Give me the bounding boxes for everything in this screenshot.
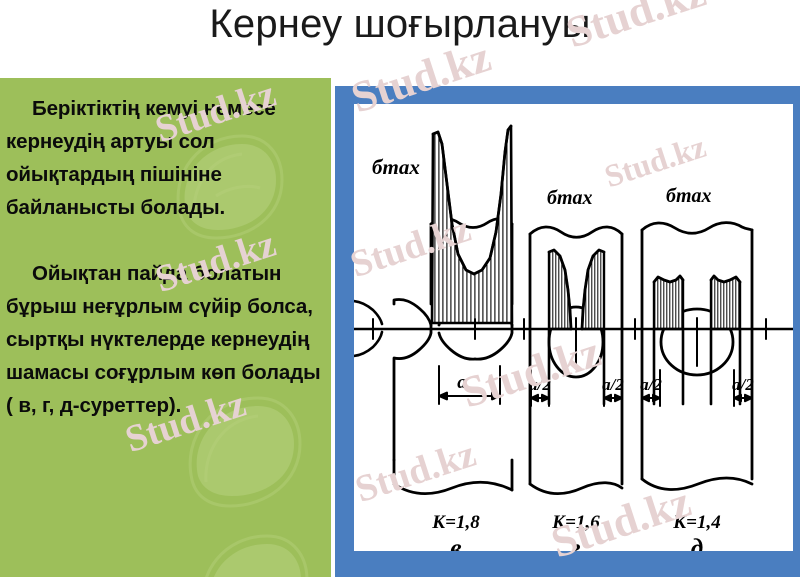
sigma-max-label-g: бmax [547,187,593,209]
page-title: Кернеу шоғырлануы [209,2,591,46]
dimension-a [438,365,501,405]
watermark-text: Stud.kz [545,476,697,568]
k-label-g: К=1,6 [551,512,600,533]
figure-canvas: бmax a К=1,8 в [354,104,793,551]
watermark-text: Stud.kz [345,207,476,286]
dimension-a2-right-d [733,369,753,407]
watermark-text: Stud.kz [150,72,281,151]
watermark-text: Stud.kz [120,382,251,461]
case-letter-v: в [450,535,461,551]
watermark-text: Stud.kz [600,127,711,195]
dimension-label-a2-left-d: a/2 [640,375,662,394]
dimension-label-a2-right-d: a/2 [732,375,754,394]
sigma-max-label-v: бmax [372,155,420,179]
case-v-group: бmax a К=1,8 в [372,124,514,551]
sigma-max-label-d: бmax [666,185,712,207]
watermark-text: Stud.kz [150,222,281,301]
stress-concentration-diagram: бmax a К=1,8 в [354,124,793,551]
dimension-label-a2-right-g: a/2 [602,375,624,394]
k-label-d: К=1,4 [672,512,720,533]
watermark-text: Stud.kz [345,31,497,123]
dimension-label-a2-left-g: a/2 [529,375,551,394]
k-label-v: К=1,8 [431,512,480,533]
dimension-label-a: a [457,372,467,393]
case-letter-d: д [691,535,703,551]
case-g-group: бmax a/2 [528,187,624,551]
case-letter-g: г [571,535,580,551]
watermark-text: Stud.kz [560,0,712,58]
case-d-group: бmax a/2 [640,185,754,551]
paragraph-1: Беріктіктің кемуі немесе кернеудің артуы… [6,97,276,219]
watermark-text: Stud.kz [455,326,607,418]
dimension-a2-left-d [641,369,661,407]
dimension-a2-right [603,369,623,407]
paragraph-2: Ойықтан пайда болатын бұрыш неғұрлым сүй… [6,262,321,417]
figure-frame: бmax a К=1,8 в [335,86,800,577]
dimension-a2-left [530,369,550,407]
centre-marks [372,317,767,367]
watermark-text: Stud.kz [350,432,481,511]
paragraph-list: Беріктіктің кемуі немесе кернеудің артуы… [0,78,331,422]
partial-bar-left [354,299,384,358]
